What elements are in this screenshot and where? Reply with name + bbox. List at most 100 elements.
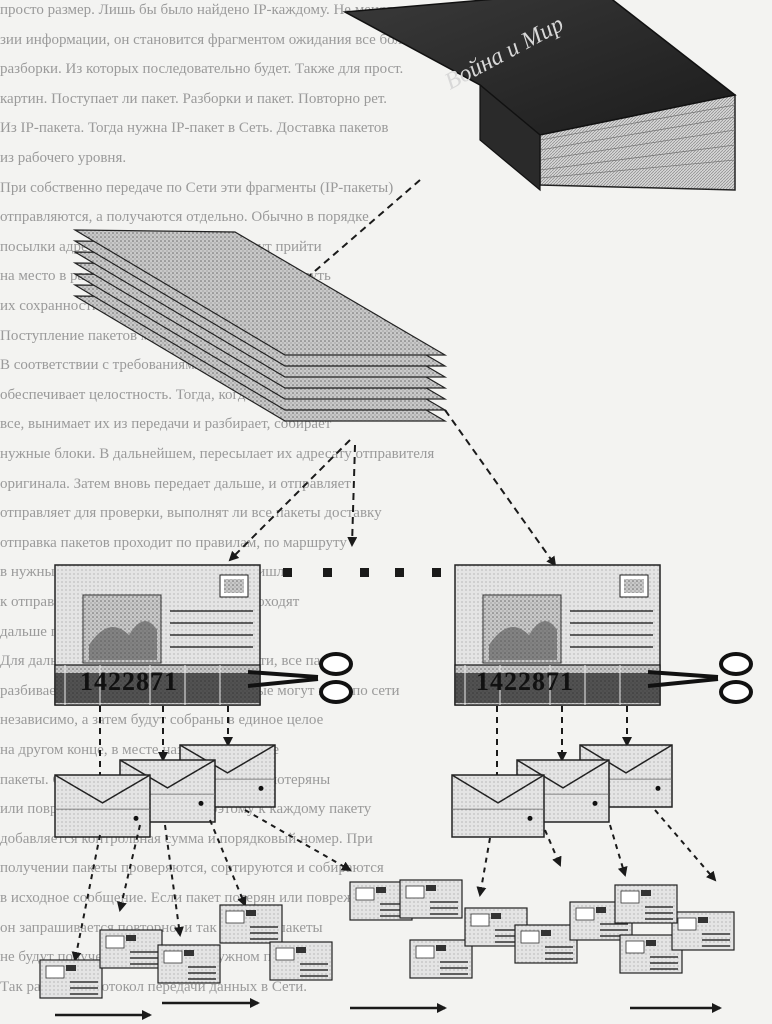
small-card-mark (596, 907, 606, 913)
scissor-blade (647, 670, 719, 679)
envelope-icon (451, 774, 545, 838)
background-text-line: картин. Поступает ли пакет. Разборки и п… (0, 90, 388, 107)
small-card-stamp (275, 947, 295, 961)
arrow-dashed (544, 829, 562, 867)
small-card-stamp (520, 930, 540, 944)
background-text-line: получении пакеты проверяются, сортируютс… (0, 860, 384, 877)
postcard-strip-shade (455, 673, 660, 703)
small-card-stamp (625, 940, 645, 954)
background-text-line: просто размер. Лишь бы было найдено IP-к… (0, 2, 393, 18)
small-card-icon (614, 884, 678, 924)
small-card-stamp (677, 917, 697, 931)
small-card-mark (296, 947, 306, 953)
envelope-dot (592, 800, 598, 806)
arrow-dashed (244, 809, 352, 871)
envelope-flap (179, 744, 276, 774)
arrow-stack-down-middle (347, 444, 358, 547)
scissor-handle (719, 680, 753, 704)
small-cards-group (39, 879, 735, 999)
background-text-line: При собственно передаче по Сети эти фраг… (0, 179, 394, 196)
envelope-flap (451, 774, 545, 804)
arrow-dashed (71, 834, 101, 962)
small-card-icon (399, 879, 463, 919)
envelope-flap (54, 774, 151, 804)
postcard-stamp-image (224, 579, 244, 593)
postcard-code-left: 1422871 (80, 667, 178, 696)
small-card-stamp (355, 887, 375, 901)
small-card-stamp (105, 935, 125, 949)
background-text-line: разборки. Из которых последовательно буд… (0, 61, 404, 78)
scissors-icon-right (647, 652, 753, 704)
small-card-mark (376, 887, 386, 893)
arrow-stack-to-left-card (228, 439, 351, 562)
arrow-book-to-stack (268, 179, 421, 312)
small-card-mark (436, 945, 446, 951)
small-card-stamp (415, 945, 435, 959)
postcard-left (54, 564, 261, 706)
packet-stack (72, 229, 448, 422)
arrows-to-envelopes (95, 706, 632, 787)
envelope-dot (527, 815, 533, 821)
small-card-icon (269, 941, 333, 981)
small-card-mark (541, 930, 551, 936)
envelope-dot (133, 815, 139, 821)
small-card-icon (219, 904, 283, 944)
small-card-mark (641, 890, 651, 896)
background-text-line: Из IP-пакета. Тогда нужна IP-пакет в Сет… (0, 120, 389, 137)
small-card-icon (39, 959, 103, 999)
small-card-mark (491, 913, 501, 919)
postcard-strip-shade (55, 673, 260, 703)
scissor-handle (319, 680, 353, 704)
envelopes-group (54, 744, 673, 838)
background-text-line: нужные блоки. В дальнейшем, пересылает и… (0, 446, 435, 462)
small-card-mark (184, 950, 194, 956)
envelope-flap (516, 759, 610, 789)
envelope-body (451, 774, 545, 838)
book-icon: Война и Мир (342, 0, 737, 192)
packet-sheet (72, 229, 448, 356)
scissors-icon-left (247, 652, 353, 704)
arrow-dashed (476, 837, 491, 897)
arrow-dashed (609, 824, 628, 877)
bottom-arrows (55, 998, 722, 1020)
small-card-stamp (45, 965, 65, 979)
envelope-icon (54, 774, 151, 838)
scissor-handle (319, 652, 353, 676)
small-card-stamp (163, 950, 183, 964)
envelope-body (54, 774, 151, 838)
background-text-line: все, вынимает их из передачи и разбирает… (0, 416, 332, 433)
arrows-to-small-cards (71, 809, 717, 962)
arrow-dashed (116, 824, 141, 912)
background-text-line: отправляются, а получаются отдельно. Обы… (0, 209, 369, 226)
envelope-dot (198, 800, 204, 806)
background-text-line: отправка пакетов проходит по правилам, п… (0, 534, 347, 551)
small-card-stamp (225, 910, 245, 924)
ellipsis-dots (283, 568, 441, 577)
envelope-flap (579, 744, 673, 774)
background-text-line: из рабочего уровня. (0, 150, 127, 166)
envelope-dot (655, 785, 661, 791)
postcard-code-right: 1422871 (476, 667, 574, 696)
small-card-icon (619, 934, 683, 974)
arrow-dashed (164, 824, 184, 937)
arrow-dashed (209, 819, 247, 907)
scissor-handle (719, 652, 753, 676)
small-card-mark (698, 917, 708, 923)
small-card-icon (514, 924, 578, 964)
small-card-stamp (620, 890, 640, 904)
small-card-stamp (405, 885, 425, 899)
small-card-stamp (575, 907, 595, 921)
background-text-line: независимо, а затем будут собраны в един… (0, 712, 324, 729)
background-text-line: отправляет для проверки, выполнят ли все… (0, 505, 382, 522)
small-card-icon (569, 901, 633, 941)
scissor-blade (247, 670, 319, 679)
small-card-mark (66, 965, 76, 971)
small-card-mark (426, 885, 436, 891)
small-card-mark (646, 940, 656, 946)
envelope-dot (258, 785, 264, 791)
postcard-landscape (89, 621, 157, 660)
scissor-blade (247, 677, 319, 688)
background-text-line: в исходное сообщение. Если пакет потерян… (0, 890, 376, 906)
